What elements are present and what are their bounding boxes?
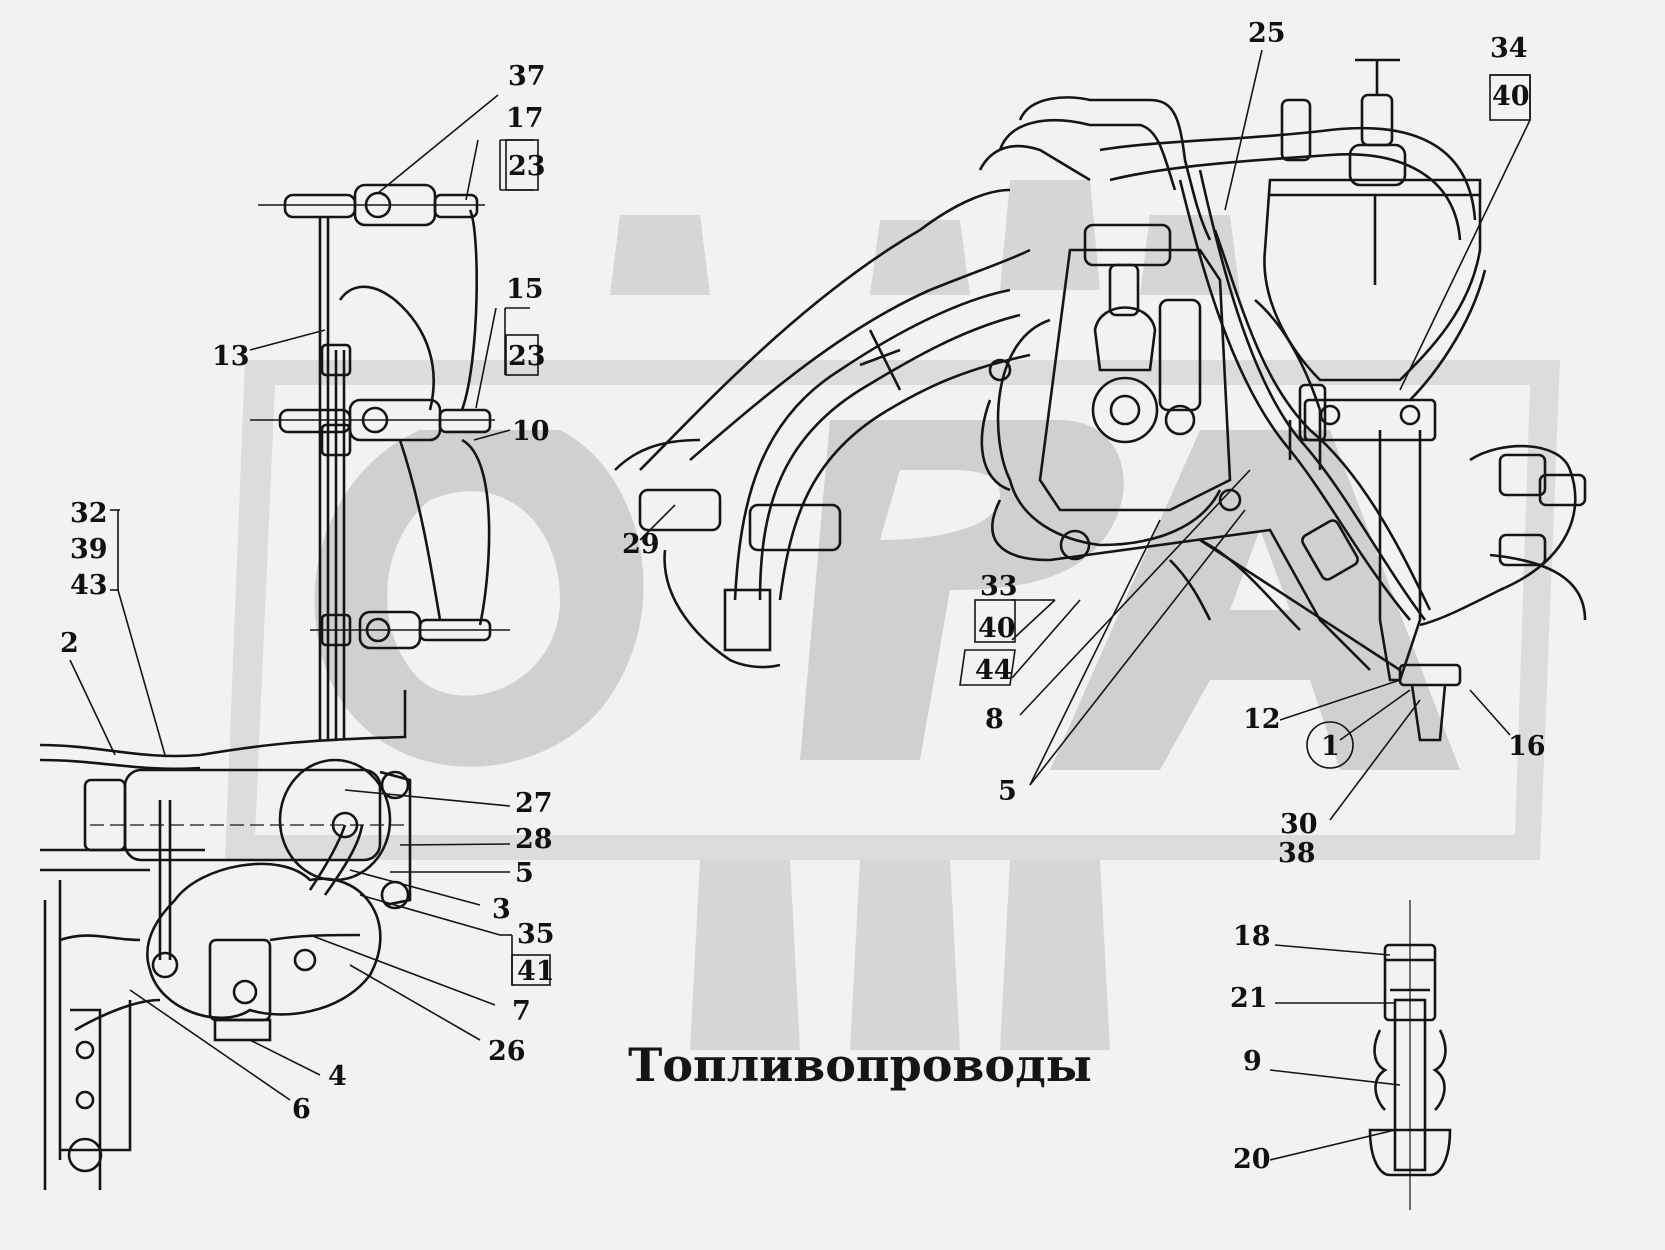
- label-38: 38: [1278, 838, 1316, 869]
- label-12: 12: [1243, 704, 1281, 735]
- label-33: 33: [980, 571, 1018, 602]
- label-5-right: 5: [998, 776, 1017, 807]
- label-4: 4: [328, 1061, 347, 1092]
- injection-pump: [988, 223, 1242, 512]
- label-32: 32: [70, 498, 108, 529]
- label-13: 13: [212, 341, 250, 372]
- fuel-filter: [83, 758, 412, 910]
- label-28: 28: [515, 824, 553, 855]
- label-39: 39: [70, 534, 108, 565]
- label-34: 34: [1490, 33, 1528, 64]
- label-9: 9: [1243, 1046, 1262, 1077]
- label-20: 20: [1233, 1144, 1271, 1175]
- valve-section-detail: [1368, 900, 1452, 1210]
- label-5-left: 5: [515, 858, 534, 889]
- label-boxes: [505, 74, 1531, 986]
- label-41: 41: [517, 956, 555, 987]
- label-27: 27: [515, 788, 553, 819]
- label-8: 8: [985, 704, 1004, 735]
- label-7: 7: [512, 996, 531, 1027]
- label-23-mid: 23: [508, 341, 546, 372]
- label-43: 43: [70, 570, 108, 601]
- callout-labels: 37 17 23 15 23 13 10 32 39 43 2 27 28 5 …: [60, 18, 1546, 1175]
- right-assembly: [614, 58, 1587, 742]
- label-35: 35: [517, 919, 555, 950]
- label-6: 6: [292, 1094, 311, 1125]
- label-21: 21: [1230, 983, 1268, 1014]
- label-17: 17: [506, 103, 544, 134]
- label-23-top: 23: [508, 151, 546, 182]
- label-40-mid: 40: [978, 613, 1016, 644]
- label-40-top: 40: [1492, 81, 1530, 112]
- label-3: 3: [492, 894, 511, 925]
- watermark-logo: [225, 180, 1560, 1050]
- label-16: 16: [1508, 731, 1546, 762]
- leader-lines: [69, 49, 1531, 1161]
- diagram-title: Топливопроводы: [628, 1038, 1092, 1092]
- fine-filter: [1254, 58, 1487, 682]
- label-37: 37: [508, 61, 546, 92]
- label-10: 10: [512, 416, 550, 447]
- left-assembly: [39, 183, 510, 1190]
- label-2: 2: [60, 628, 79, 659]
- outlet-fitting: [1398, 663, 1462, 742]
- label-25: 25: [1248, 18, 1286, 49]
- injector-middle: [250, 398, 495, 442]
- label-44: 44: [975, 655, 1013, 686]
- injector-top: [258, 183, 485, 227]
- engine-block-left: [40, 848, 205, 1190]
- pump-bracket: [146, 800, 382, 1042]
- label-15: 15: [506, 274, 544, 305]
- label-18: 18: [1233, 921, 1271, 952]
- label-30: 30: [1280, 809, 1318, 840]
- label-1: 1: [1321, 731, 1340, 762]
- label-26: 26: [488, 1036, 526, 1067]
- label-29: 29: [622, 529, 660, 560]
- gear-housing: [980, 318, 1371, 671]
